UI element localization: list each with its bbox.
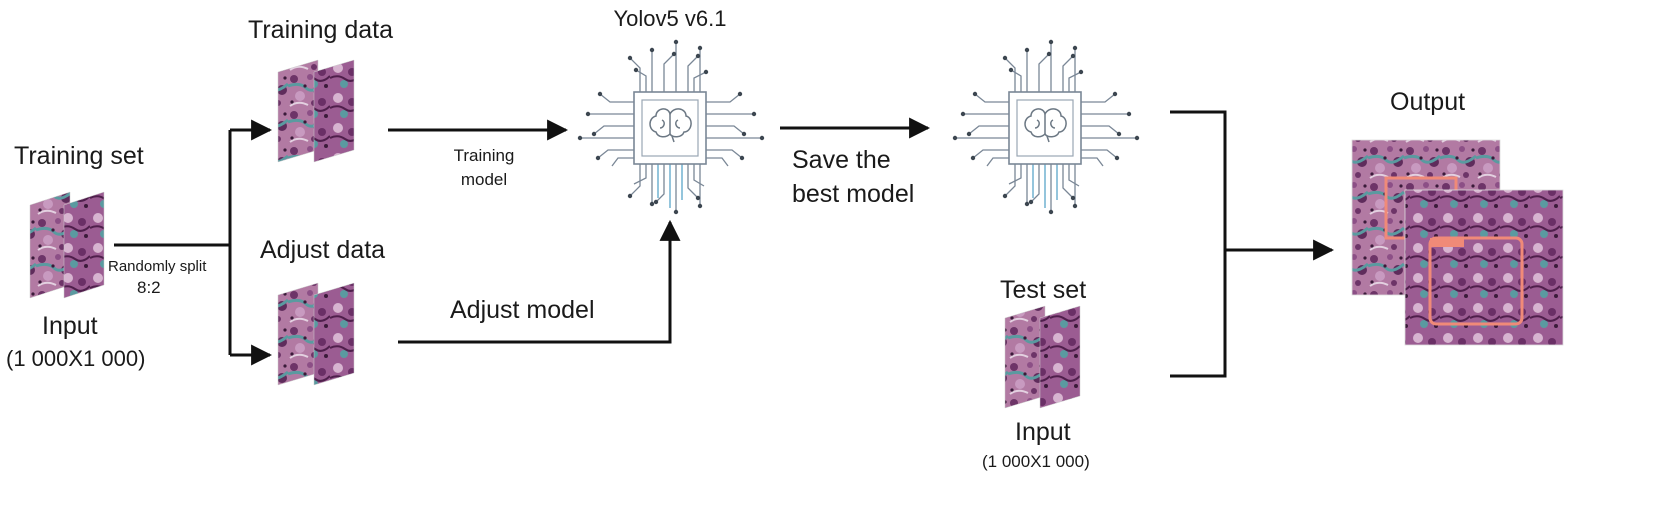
training-set-label: Training set (14, 142, 144, 170)
training-data-label: Training data (248, 16, 393, 44)
best-model-chip-icon (951, 39, 1140, 216)
randomly-split-label: Randomly split (108, 258, 207, 275)
input-left-dims: (1 000X1 000) (6, 346, 146, 371)
output-images (1351, 139, 1564, 346)
split-connectors (114, 119, 273, 366)
save-best-label-line1: Save the (792, 146, 891, 174)
test-set-label: Test set (1000, 276, 1087, 304)
training-model-label-line2: model (460, 170, 508, 189)
detection-box (1428, 236, 1524, 326)
input-left-label: Input (42, 312, 98, 340)
adjust-data-images (277, 282, 355, 386)
merge-connectors (1170, 110, 1335, 378)
adjust-model-label: Adjust model (450, 296, 595, 324)
detection-label-tag (1430, 238, 1464, 247)
yolo-chip-icon (576, 39, 766, 216)
adjust-model-arrow (398, 219, 681, 344)
input-right-dims: (1 000X1 000) (982, 452, 1090, 471)
training-set-images (29, 191, 105, 299)
yolo-title: Yolov5 v6.1 (613, 6, 727, 31)
training-data-images (277, 59, 355, 163)
save-best-label-line2: best model (792, 180, 915, 208)
adjust-data-label: Adjust data (260, 236, 386, 264)
test-set-images (1004, 305, 1081, 409)
training-model-label-line1: Training (453, 146, 515, 165)
input-right-label: Input (1015, 418, 1071, 446)
output-label: Output (1390, 88, 1466, 116)
split-ratio-label: 8:2 (137, 278, 161, 297)
